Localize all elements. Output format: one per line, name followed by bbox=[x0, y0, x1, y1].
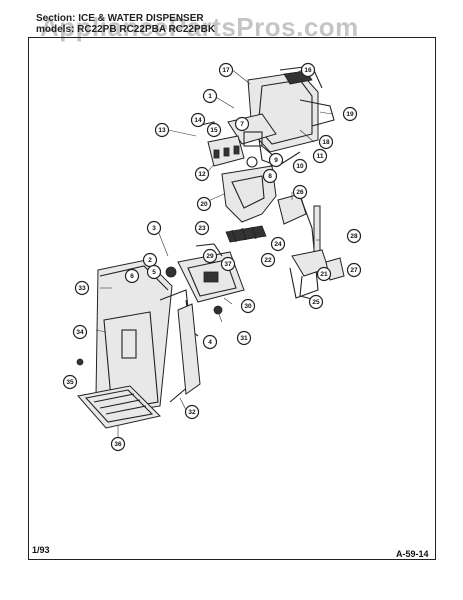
svg-text:8: 8 bbox=[268, 173, 272, 180]
svg-text:5: 5 bbox=[152, 269, 156, 276]
callout-32: 32 bbox=[184, 404, 200, 420]
callout-23: 23 bbox=[194, 220, 210, 236]
callout-37: 37 bbox=[220, 256, 236, 272]
diagram-frame bbox=[28, 37, 436, 560]
callout-18: 18 bbox=[318, 134, 334, 150]
callout-4: 4 bbox=[202, 334, 218, 350]
callout-34: 34 bbox=[72, 324, 88, 340]
page-header: Section: ICE & WATER DISPENSER models: R… bbox=[36, 13, 215, 35]
svg-text:9: 9 bbox=[274, 157, 278, 164]
footer-date: 1/93 bbox=[32, 545, 50, 555]
svg-text:21: 21 bbox=[320, 271, 328, 278]
callout-9: 9 bbox=[268, 152, 284, 168]
callout-22: 22 bbox=[260, 252, 276, 268]
callout-1: 1 bbox=[202, 88, 218, 104]
svg-text:28: 28 bbox=[350, 233, 358, 240]
svg-text:18: 18 bbox=[322, 139, 330, 146]
callout-7: 7 bbox=[234, 116, 250, 132]
svg-text:4: 4 bbox=[208, 339, 212, 346]
svg-text:34: 34 bbox=[76, 329, 84, 336]
svg-text:22: 22 bbox=[264, 257, 272, 264]
chute-bracket-20 bbox=[221, 165, 277, 223]
svg-text:25: 25 bbox=[312, 299, 320, 306]
callout-14: 14 bbox=[190, 112, 206, 128]
screw-35 bbox=[76, 358, 84, 366]
callout-28: 28 bbox=[346, 228, 362, 244]
callout-33: 33 bbox=[74, 280, 90, 296]
callout-2: 2 bbox=[142, 252, 158, 268]
callout-labels: 1234567891011121314151617181920212223242… bbox=[62, 62, 362, 452]
svg-text:11: 11 bbox=[317, 153, 324, 160]
footer-page-code: A-59-14 bbox=[396, 549, 429, 559]
svg-text:35: 35 bbox=[66, 379, 74, 386]
callout-30: 30 bbox=[240, 298, 256, 314]
callout-26: 26 bbox=[292, 184, 308, 200]
callout-27: 27 bbox=[346, 262, 362, 278]
svg-text:14: 14 bbox=[194, 117, 202, 124]
svg-text:36: 36 bbox=[114, 441, 122, 448]
svg-text:33: 33 bbox=[78, 285, 86, 292]
svg-text:2: 2 bbox=[148, 257, 152, 264]
svg-text:26: 26 bbox=[296, 189, 304, 196]
svg-text:3: 3 bbox=[152, 225, 156, 232]
svg-text:12: 12 bbox=[198, 171, 206, 178]
callout-20: 20 bbox=[196, 196, 212, 212]
callout-15: 15 bbox=[206, 122, 222, 138]
lever-26-28 bbox=[277, 193, 321, 299]
svg-text:24: 24 bbox=[274, 241, 282, 248]
svg-text:10: 10 bbox=[296, 163, 304, 170]
svg-text:6: 6 bbox=[130, 273, 134, 280]
drip-tray-36 bbox=[77, 385, 161, 429]
callout-17: 17 bbox=[218, 62, 234, 78]
svg-text:16: 16 bbox=[304, 67, 312, 74]
svg-text:32: 32 bbox=[188, 409, 196, 416]
callout-16: 16 bbox=[300, 62, 316, 78]
svg-text:1: 1 bbox=[208, 93, 212, 100]
callout-36: 36 bbox=[110, 436, 126, 452]
svg-text:27: 27 bbox=[350, 267, 358, 274]
svg-text:30: 30 bbox=[244, 303, 252, 310]
svg-text:17: 17 bbox=[222, 67, 230, 74]
svg-text:20: 20 bbox=[200, 201, 208, 208]
callout-10: 10 bbox=[292, 158, 308, 174]
svg-text:29: 29 bbox=[206, 253, 214, 260]
svg-text:13: 13 bbox=[158, 127, 166, 134]
models-line: models: RC22PB RC22PBA RC22PBK bbox=[36, 24, 216, 35]
callout-6: 6 bbox=[124, 268, 140, 284]
dispenser-front-panel bbox=[95, 259, 201, 415]
spring-23 bbox=[225, 225, 267, 243]
callout-12: 12 bbox=[194, 166, 210, 182]
callout-5: 5 bbox=[146, 264, 162, 280]
callout-21: 21 bbox=[316, 266, 332, 282]
callout-3: 3 bbox=[146, 220, 162, 236]
svg-text:37: 37 bbox=[224, 261, 232, 268]
callout-31: 31 bbox=[236, 330, 252, 346]
svg-text:23: 23 bbox=[198, 225, 206, 232]
callout-8: 8 bbox=[262, 168, 278, 184]
switch-assembly-12-15 bbox=[195, 121, 245, 167]
svg-text:31: 31 bbox=[240, 335, 248, 342]
callout-11: 11 bbox=[312, 148, 328, 164]
callout-19: 19 bbox=[342, 106, 358, 122]
callout-29: 29 bbox=[202, 248, 218, 264]
svg-text:15: 15 bbox=[210, 127, 218, 134]
svg-text:7: 7 bbox=[240, 121, 244, 128]
callout-13: 13 bbox=[154, 122, 170, 138]
callout-25: 25 bbox=[308, 294, 324, 310]
svg-text:19: 19 bbox=[346, 111, 354, 118]
section-title: Section: ICE & WATER DISPENSER bbox=[36, 13, 204, 24]
callout-24: 24 bbox=[270, 236, 286, 252]
callout-35: 35 bbox=[62, 374, 78, 390]
